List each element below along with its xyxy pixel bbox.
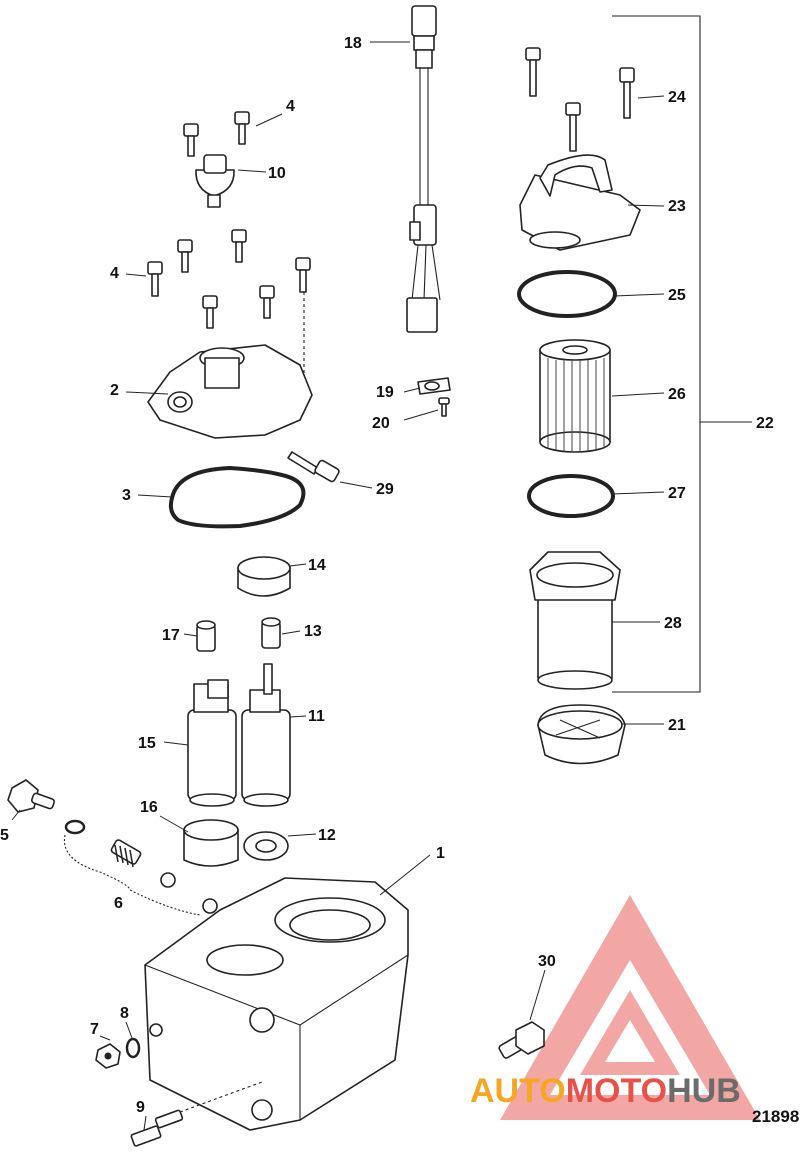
o-ring-8 — [125, 1037, 141, 1059]
insulator-13 — [261, 617, 281, 649]
label-1: 1 — [436, 845, 445, 862]
housing-1 — [144, 877, 409, 1131]
label-5: 5 — [0, 827, 9, 844]
label-17: 17 — [162, 627, 180, 644]
svg-text:AUTOMOTOHUB: AUTOMOTOHUB — [470, 1072, 741, 1110]
label-11: 11 — [308, 708, 325, 725]
watermark-auto: AUTO — [470, 1072, 566, 1110]
top-cover-2 — [147, 344, 313, 439]
label-2: 2 — [110, 382, 119, 399]
figure-number: 21898 — [752, 1107, 799, 1126]
label-4-left: 4 — [110, 265, 119, 282]
label-18: 18 — [344, 35, 362, 52]
label-14: 14 — [308, 557, 326, 574]
watermark-hub: HUB — [667, 1072, 741, 1110]
fitting-9 — [130, 1081, 263, 1147]
label-3: 3 — [122, 487, 131, 504]
sleeve-16 — [183, 819, 239, 867]
sleeve-14 — [237, 556, 291, 597]
label-23: 23 — [668, 198, 686, 215]
check-valve-6 — [63, 819, 218, 916]
filter-bowl-28 — [529, 551, 621, 690]
label-10: 10 — [268, 165, 286, 182]
o-ring-27 — [527, 474, 615, 518]
filter-cover-23 — [519, 154, 641, 251]
label-30: 30 — [538, 953, 556, 970]
fuel-pump-15 — [187, 679, 237, 807]
label-22: 22 — [756, 415, 774, 432]
gasket-3 — [168, 465, 306, 529]
label-27: 27 — [668, 485, 686, 502]
label-28: 28 — [664, 615, 682, 632]
label-6: 6 — [114, 895, 123, 912]
grommet-12 — [243, 831, 289, 861]
cap-21 — [537, 704, 626, 765]
insulator-17 — [196, 620, 216, 652]
watermark-moto: MOTO — [566, 1072, 667, 1110]
label-12: 12 — [318, 827, 336, 844]
label-21: 21 — [668, 717, 686, 734]
label-13: 13 — [304, 623, 322, 640]
wiring-harness-18 — [406, 5, 441, 333]
label-24: 24 — [668, 89, 686, 106]
clip-19 — [417, 377, 451, 395]
watermark-logo — [500, 895, 760, 1120]
label-29: 29 — [376, 481, 394, 498]
screw-20 — [438, 397, 450, 417]
callout-labels: 18 4 10 4 2 3 29 19 20 14 17 13 15 11 16… — [0, 35, 774, 1116]
label-8: 8 — [120, 1005, 129, 1022]
label-20: 20 — [372, 415, 390, 432]
label-9: 9 — [136, 1099, 145, 1116]
bolts-4 — [147, 111, 311, 390]
watermark-text: AUTOMOTOHUB — [470, 1072, 741, 1110]
fuel-pump-11 — [241, 663, 291, 807]
filter-element-26 — [539, 339, 611, 453]
screws-24 — [525, 47, 635, 152]
assembly-22-bracket — [612, 15, 752, 693]
label-15: 15 — [138, 735, 156, 752]
pressure-regulator-10 — [195, 154, 235, 208]
plug-7 — [95, 1043, 121, 1069]
label-25: 25 — [668, 287, 686, 304]
fitting-30 — [498, 1021, 545, 1059]
sensor-29 — [287, 451, 340, 483]
label-26: 26 — [668, 386, 686, 403]
label-7: 7 — [90, 1021, 99, 1038]
label-16: 16 — [140, 799, 158, 816]
label-4-top: 4 — [286, 98, 295, 115]
leader-lines — [11, 41, 665, 1131]
o-ring-25 — [517, 270, 617, 318]
label-19: 19 — [376, 384, 394, 401]
fitting-5 — [7, 779, 56, 813]
